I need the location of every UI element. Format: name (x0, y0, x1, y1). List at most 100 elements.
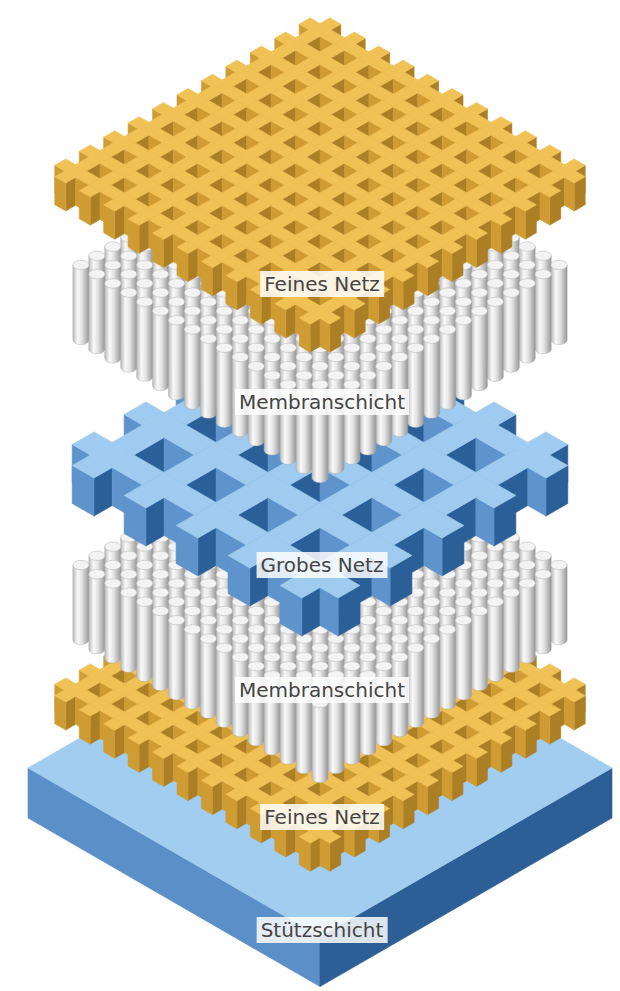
pillar-body (153, 611, 169, 691)
pillar-top (137, 279, 153, 288)
pillar-top (168, 597, 184, 606)
pillar-top (376, 625, 392, 634)
pillar-top (423, 297, 439, 306)
pillar-top (232, 316, 248, 325)
pillar-top (232, 616, 248, 625)
pillar-top (264, 371, 280, 380)
pillar-top (503, 570, 519, 579)
pillar-top (328, 634, 344, 643)
pillar-top (376, 643, 392, 652)
mesh-top (280, 575, 320, 598)
pillar-top (248, 362, 264, 371)
pillar-body (73, 565, 89, 645)
pillar-top (168, 579, 184, 588)
pillar-top (153, 306, 169, 315)
pillar-top (105, 579, 121, 588)
pillar-top (184, 306, 200, 315)
pillar-body (121, 293, 137, 373)
mesh-top (128, 732, 149, 744)
mesh-top (153, 746, 174, 758)
pillar-top (487, 260, 503, 269)
pillar-body (137, 302, 153, 382)
pillar-body (296, 694, 312, 774)
pillar-top (535, 551, 551, 560)
pillar-top (264, 352, 280, 361)
pillar-top (344, 362, 360, 371)
pillar-body (200, 339, 216, 419)
mesh-top (176, 515, 216, 538)
pillar-top (423, 334, 439, 343)
pillar-top (105, 260, 121, 269)
pillar-top (535, 570, 551, 579)
mesh-top (55, 690, 76, 702)
pillar-top (200, 616, 216, 625)
pillar-body (519, 283, 535, 363)
pillar-top (551, 260, 567, 269)
mesh-top (72, 455, 112, 478)
mesh-top (320, 575, 360, 598)
pillar-top (105, 560, 121, 569)
pillar-top (89, 251, 105, 260)
pillar-top (408, 643, 424, 652)
pillar-body (535, 574, 551, 654)
pillar-body (423, 639, 439, 719)
pillar-top (503, 551, 519, 560)
pillar-top (344, 343, 360, 352)
pillar-body (439, 329, 455, 409)
pillar-top (455, 297, 471, 306)
pillar-top (137, 579, 153, 588)
pillar-top (280, 343, 296, 352)
pillar-top (392, 652, 408, 661)
pillar-top (200, 334, 216, 343)
pillar-top (312, 380, 328, 389)
mesh-top (299, 831, 320, 843)
pillar-top (360, 371, 376, 380)
pillar-top (121, 288, 137, 297)
mesh-top (476, 485, 516, 508)
pillar-top (200, 634, 216, 643)
pillar-top (105, 242, 121, 251)
pillar-top (487, 279, 503, 288)
pillar-top (360, 616, 376, 625)
pillar-top (137, 260, 153, 269)
pillar-top (439, 588, 455, 597)
pillar-top (184, 288, 200, 297)
pillar-body (73, 265, 89, 345)
pillar-body (216, 648, 232, 728)
mesh-top (442, 761, 463, 773)
pillar-top (535, 270, 551, 279)
pillar-body (551, 265, 567, 345)
pillar-body (89, 274, 105, 354)
pillar-top (296, 371, 312, 380)
pillar-top (73, 260, 89, 269)
pillar-top (408, 625, 424, 634)
pillar-top (376, 662, 392, 671)
fine-mesh (55, 537, 585, 871)
pillar-top (455, 597, 471, 606)
pillar-top (455, 579, 471, 588)
pillar-body (487, 602, 503, 682)
pillar-body (503, 593, 519, 673)
pillar-body (408, 348, 424, 428)
mesh-top (320, 831, 341, 843)
mesh-top (201, 775, 222, 787)
pillar-body (105, 583, 121, 663)
pillar-body (216, 348, 232, 428)
pillar-body (121, 593, 137, 673)
pillar-top (328, 352, 344, 361)
pillar-top (153, 551, 169, 560)
pillar-top (264, 634, 280, 643)
mesh-top (418, 775, 439, 787)
pillar-top (471, 270, 487, 279)
pillar-top (216, 343, 232, 352)
pillar-top (216, 325, 232, 334)
pillar-top (503, 251, 519, 260)
pillar-top (232, 334, 248, 343)
pillar-top (439, 325, 455, 334)
pillar-top (153, 270, 169, 279)
pillar-top (89, 570, 105, 579)
pillar-top (503, 588, 519, 597)
pillar-top (328, 371, 344, 380)
pillar-top (73, 560, 89, 569)
